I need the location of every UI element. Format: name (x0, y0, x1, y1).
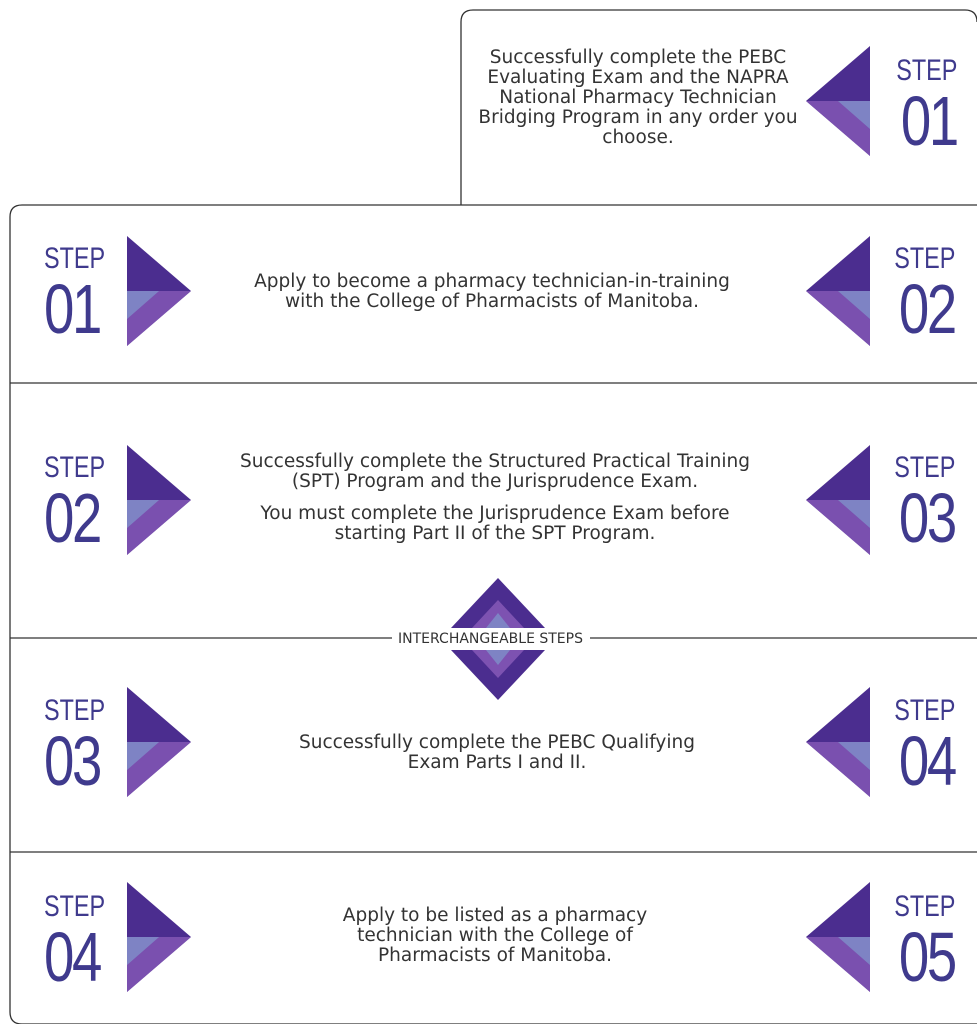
chevron-right-icon (127, 687, 191, 797)
step-number: 03 (44, 722, 102, 800)
step-label: STEP (44, 890, 106, 923)
chevron-left-icon (806, 46, 870, 156)
steps-box (9, 204, 977, 1024)
chevron-right-icon (127, 445, 191, 555)
step-label: STEP (44, 242, 106, 275)
step-note: You must complete the Jurisprudence Exam… (260, 503, 730, 544)
chevron-right-icon (127, 882, 191, 992)
chevron-left-icon (806, 687, 870, 797)
step-label: STEP (893, 451, 955, 484)
step-number: 02 (898, 270, 957, 348)
step-label: STEP (893, 694, 955, 727)
step-text: Apply to be listed as a pharmacy technic… (342, 905, 648, 966)
step-number: 01 (44, 270, 102, 348)
interchangeable-steps-label: INTERCHANGEABLE STEPS (393, 631, 588, 647)
step-number: 04 (44, 918, 102, 996)
step-text-block: Successfully complete the Structured Pra… (225, 452, 765, 544)
step-number: 03 (898, 479, 957, 557)
step-label: STEP (44, 451, 106, 484)
step-text: Successfully complete the Structured Pra… (240, 451, 750, 492)
intro-box (460, 9, 977, 205)
step-text: Successfully complete the PEBC Qualifyin… (298, 732, 695, 773)
step-number: 04 (898, 722, 957, 800)
step-label: STEP (893, 242, 955, 275)
step-number: 05 (898, 918, 957, 996)
step-number: 01 (900, 82, 959, 160)
step-number: 02 (44, 479, 102, 557)
interchange-arrows-icon (451, 578, 545, 700)
step-label: STEP (895, 54, 957, 87)
chevron-left-icon (806, 445, 870, 555)
intro-text: Successfully complete the PEBC Evaluatin… (478, 47, 798, 148)
step-label: STEP (893, 890, 955, 923)
step-text: Apply to become a pharmacy technician-in… (254, 271, 730, 312)
chevron-right-icon (127, 236, 191, 346)
chevron-left-icon (806, 882, 870, 992)
step-label: STEP (44, 694, 106, 727)
chevron-left-icon (806, 236, 870, 346)
